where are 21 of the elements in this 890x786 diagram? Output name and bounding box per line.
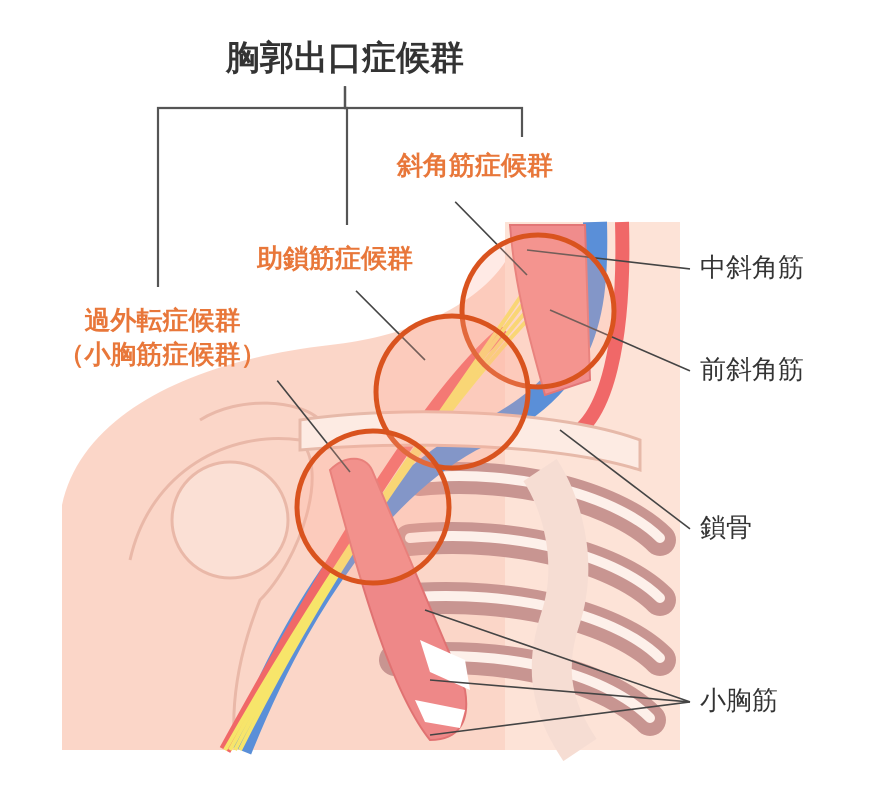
- bracket-line: [156, 86, 346, 287]
- leader-line: [560, 429, 690, 530]
- leader-line: [430, 679, 690, 703]
- part-label: 鎖骨: [700, 512, 753, 545]
- highlight-circle: [293, 427, 453, 587]
- leader-line: [454, 201, 528, 276]
- part-label: 中斜角筋: [700, 252, 805, 285]
- syndrome-label: 助鎖筋症候群: [256, 243, 414, 276]
- leader-line: [430, 701, 690, 736]
- highlight-circle: [458, 231, 618, 391]
- leader-line: [550, 309, 690, 372]
- part-label: 小胸筋: [700, 685, 779, 718]
- part-label: 前斜角筋: [700, 354, 805, 387]
- leader-line: [526, 249, 690, 270]
- title: 胸郭出口症候群: [224, 37, 465, 80]
- leader-line: [276, 380, 351, 472]
- syndrome-label: 過外転症候群（小胸筋症候群）: [58, 305, 268, 372]
- highlight-circle: [372, 312, 532, 472]
- syndrome-label: 斜角筋症候群: [395, 150, 554, 183]
- leader-line: [355, 290, 426, 361]
- leader-line: [424, 609, 690, 703]
